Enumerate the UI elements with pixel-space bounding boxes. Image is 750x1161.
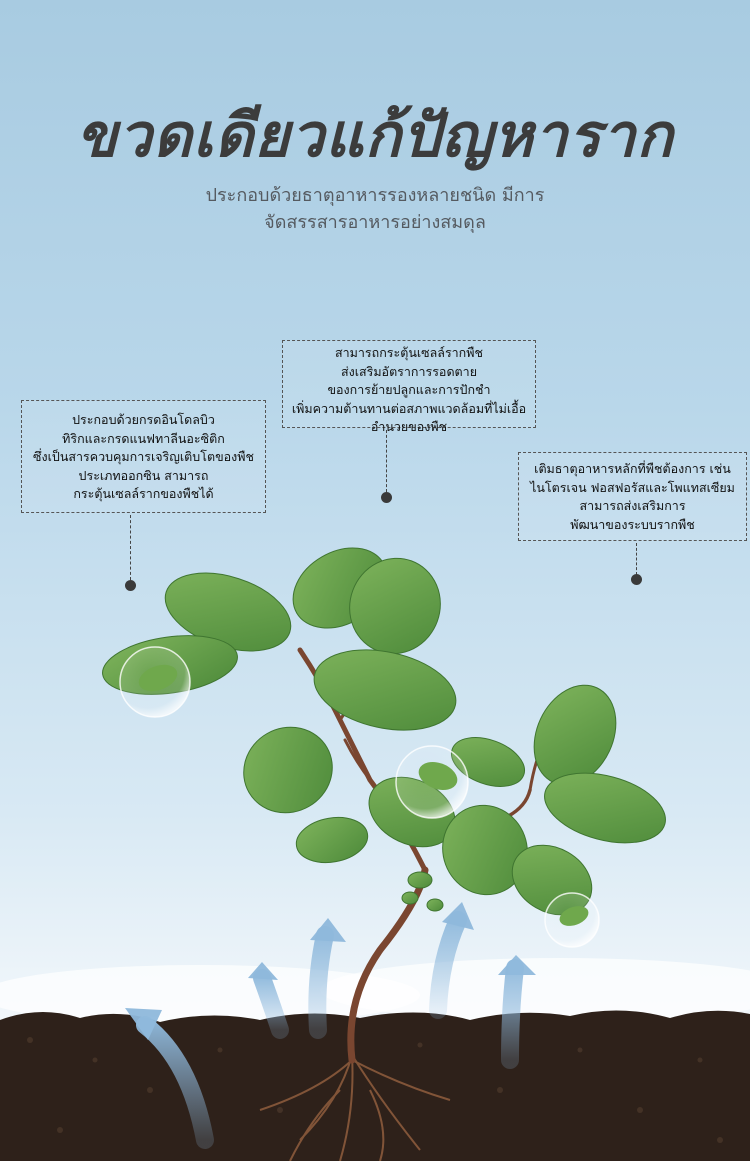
callout-line: เติมธาตุอาหารหลักที่พืชต้องการ เช่น bbox=[534, 461, 731, 476]
callout-center-leader bbox=[386, 430, 387, 492]
callout-line: สามารถส่งเสริมการ bbox=[579, 498, 686, 513]
callout-line: ประเภทออกซิน สามารถ bbox=[78, 467, 209, 483]
subtitle: ประกอบด้วยธาตุอาหารรองหลายชนิด มีการ จัด… bbox=[0, 182, 750, 236]
callout-line: ไนโตรเจน ฟอสฟอรัสและโพแทสเซียม bbox=[530, 479, 735, 495]
callout-center-dot bbox=[381, 492, 392, 503]
callout-left-leader bbox=[130, 515, 131, 580]
callout-left-dot bbox=[125, 580, 136, 591]
callout-line: สามารถกระตุ้นเซลล์รากพืช bbox=[335, 345, 483, 360]
callout-right-leader bbox=[636, 543, 637, 575]
callout-line: อำนวยของพืช bbox=[370, 419, 448, 434]
callout-line: ทิริกและกรดแนฟทาลีนอะซิติก bbox=[62, 430, 225, 446]
callout-right-dot bbox=[631, 574, 642, 585]
callout-line: กระตุ้นเซลล์รากของพืชได้ bbox=[73, 486, 214, 501]
callout-left: ประกอบด้วยกรดอินโดลบิว ทิริกและกรดแนฟทาล… bbox=[21, 400, 266, 513]
callout-line: ของการย้ายปลูกและการปักชำ bbox=[327, 382, 491, 397]
page-title: ขวดเดียวแก้ปัญหาราก bbox=[76, 101, 674, 171]
callout-right: เติมธาตุอาหารหลักที่พืชต้องการ เช่น ไนโต… bbox=[518, 452, 747, 541]
callout-center: สามารถกระตุ้นเซลล์รากพืช ส่งเสริมอัตรากา… bbox=[282, 340, 536, 434]
callout-line: พัฒนาของระบบรากพืช bbox=[570, 516, 695, 532]
callout-line: เพิ่มความต้านทานต่อสภาพแวดล้อมที่ไม่เอื้… bbox=[291, 400, 527, 416]
callout-line: ส่งเสริมอัตราการรอดตาย bbox=[340, 363, 478, 379]
callout-line: ประกอบด้วยกรดอินโดลบิว bbox=[72, 412, 215, 427]
callout-line: ซึ่งเป็นสารควบคุมการเจริญเติบโตของพืช bbox=[33, 449, 254, 464]
subtitle-line: จัดสรรสารอาหารอย่างสมดุล bbox=[264, 212, 486, 233]
subtitle-line: ประกอบด้วยธาตุอาหารรองหลายชนิด มีการ bbox=[205, 185, 545, 206]
